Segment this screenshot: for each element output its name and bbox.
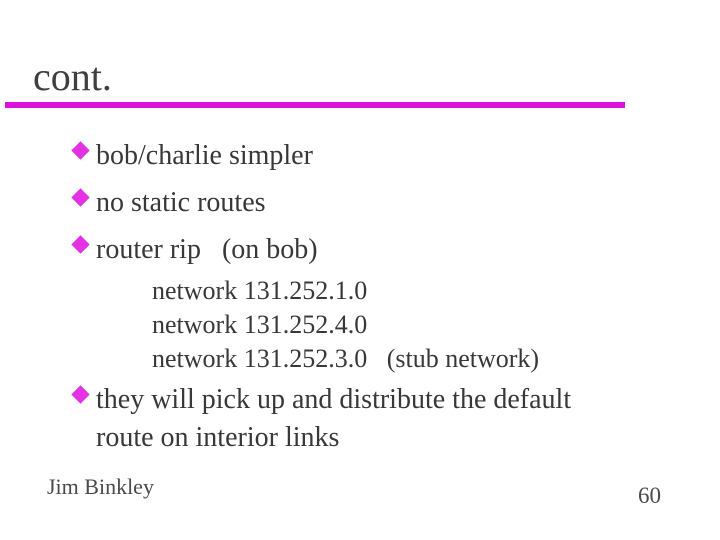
diamond-bullet-icon (71, 141, 90, 160)
bullet-item: they will pick up and distribute the def… (70, 381, 571, 457)
network-config-list: network 131.252.1.0 network 131.252.4.0 … (152, 274, 539, 376)
network-config-line: network 131.252.1.0 (152, 276, 368, 305)
network-config-line: network 131.252.4.0 (152, 310, 368, 339)
bullet-item: no static routes (70, 184, 266, 222)
bullet-item: bob/charlie simpler (70, 137, 313, 175)
bullet-text: no static routes (96, 187, 266, 218)
bullet-text: router rip (on bob) (96, 234, 318, 265)
diamond-bullet-icon (71, 188, 90, 207)
diamond-bullet-icon (71, 235, 90, 254)
footer-page-number: 60 (638, 483, 661, 508)
bullet-text: they will pick up and distribute the def… (96, 384, 572, 453)
diamond-bullet-icon (71, 385, 90, 404)
page-title: cont. (33, 54, 112, 99)
title-underline-rule (5, 102, 625, 108)
network-config-line: network 131.252.3.0 (stub network) (152, 344, 540, 373)
bullet-item: router rip (on bob) (70, 231, 318, 269)
footer-author: Jim Binkley (47, 474, 154, 499)
bullet-text: bob/charlie simpler (96, 140, 313, 171)
